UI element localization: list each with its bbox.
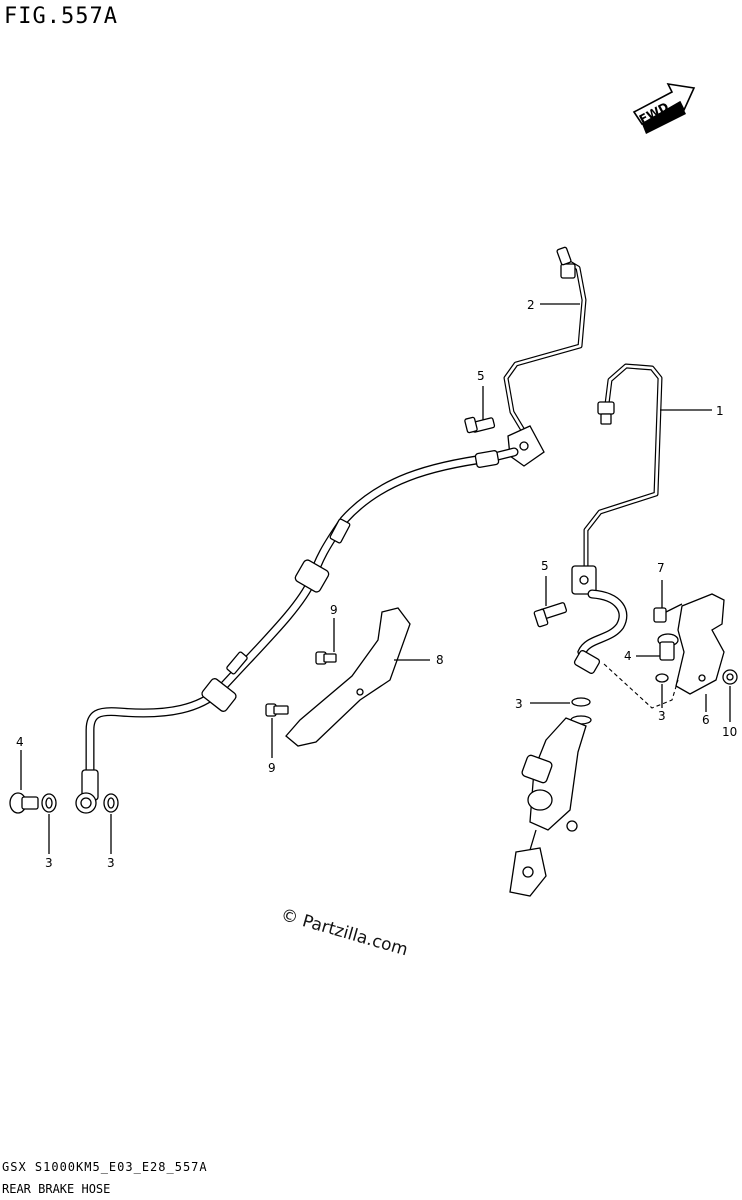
callout-6: 6 [702, 713, 710, 727]
callout-8: 8 [436, 653, 444, 667]
callout-3-master: 3 [515, 697, 523, 711]
callout-2: 2 [527, 298, 535, 312]
bolt-9-lower [265, 703, 289, 758]
bolt-9-upper [315, 618, 337, 665]
brake-hose-short [573, 589, 628, 674]
brake-pipe-1 [583, 363, 712, 569]
figure-title: FIG.557A [4, 4, 118, 29]
callout-4-right: 4 [624, 649, 632, 663]
figure-code: GSX S1000KM5_E03_E28_557A [2, 1160, 208, 1174]
callout-9-lower: 9 [268, 761, 276, 775]
callout-5-upper: 5 [477, 369, 485, 383]
callout-1: 1 [716, 404, 724, 418]
callout-10: 10 [722, 725, 737, 739]
nut-10 [722, 669, 738, 722]
callout-3-left-b: 3 [107, 856, 115, 870]
hose-joint-upper [464, 416, 545, 467]
bracket-6 [675, 593, 725, 712]
mount-dash-line [603, 663, 679, 709]
bolt-4-right [636, 633, 679, 661]
washer-3-right [655, 673, 669, 708]
figure-name: REAR BRAKE HOSE [2, 1182, 111, 1196]
callout-3-left-a: 3 [45, 856, 53, 870]
hose-joint-right [533, 565, 597, 628]
callout-5-right: 5 [541, 559, 549, 573]
callout-9-upper: 9 [330, 603, 338, 617]
callout-3-right: 3 [658, 709, 666, 723]
hose-clamp-8 [285, 607, 430, 747]
brake-pipe-2 [503, 246, 587, 435]
washer-3-master [530, 697, 591, 707]
callout-7: 7 [657, 561, 665, 575]
rear-master-cylinder [509, 715, 592, 897]
brake-hose-main [75, 447, 519, 814]
callout-4-left: 4 [16, 735, 24, 749]
bolt-7 [653, 580, 683, 623]
fwd-arrow-icon: FWD [632, 82, 696, 134]
banjo-bolt-left [9, 750, 119, 854]
